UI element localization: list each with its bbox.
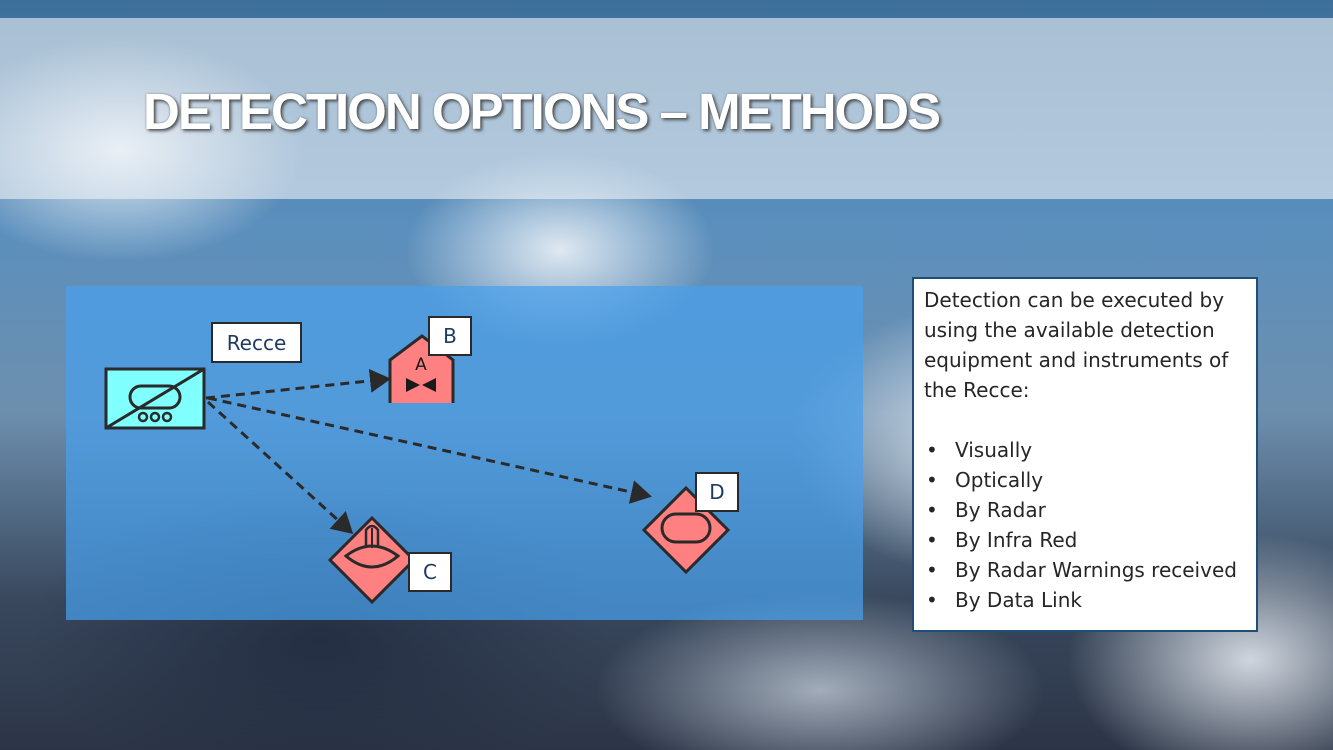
list-item: •By Data Link (924, 585, 1256, 615)
target-c-symbol (327, 515, 417, 605)
bullet-icon: • (926, 468, 938, 492)
target-c-label: C (408, 552, 452, 592)
diagram-canvas: A (104, 334, 731, 605)
target-b-inner-letter: A (415, 355, 427, 375)
detection-arrow-d (207, 396, 652, 504)
detection-arrow-b (205, 368, 391, 400)
title-band (0, 18, 1333, 199)
bullet-icon: • (926, 558, 938, 582)
bullet-icon: • (926, 498, 938, 522)
detection-arrow-c (206, 400, 354, 535)
slide-title: DETECTION OPTIONS – METHODS (143, 83, 941, 140)
list-item: •By Radar (924, 495, 1256, 525)
detection-intro-text: Detection can be executed by using the a… (924, 288, 1229, 402)
recce-unit-symbol (104, 367, 206, 430)
recce-label: Recce (211, 322, 302, 363)
target-d-label: D (695, 472, 739, 512)
list-item: •By Radar Warnings received (924, 555, 1256, 585)
detection-methods-panel: Detection can be executed by using the a… (912, 277, 1258, 632)
list-item: •Optically (924, 465, 1256, 495)
target-b-label: B (428, 316, 472, 356)
detection-methods-list: •Visually •Optically •By Radar •By Infra… (924, 435, 1256, 615)
bullet-icon: • (926, 588, 938, 612)
list-item: •By Infra Red (924, 525, 1256, 555)
list-item: •Visually (924, 435, 1256, 465)
bullet-icon: • (926, 528, 938, 552)
bullet-icon: • (926, 438, 938, 462)
detection-diagram: A Recce B C D (66, 286, 863, 620)
